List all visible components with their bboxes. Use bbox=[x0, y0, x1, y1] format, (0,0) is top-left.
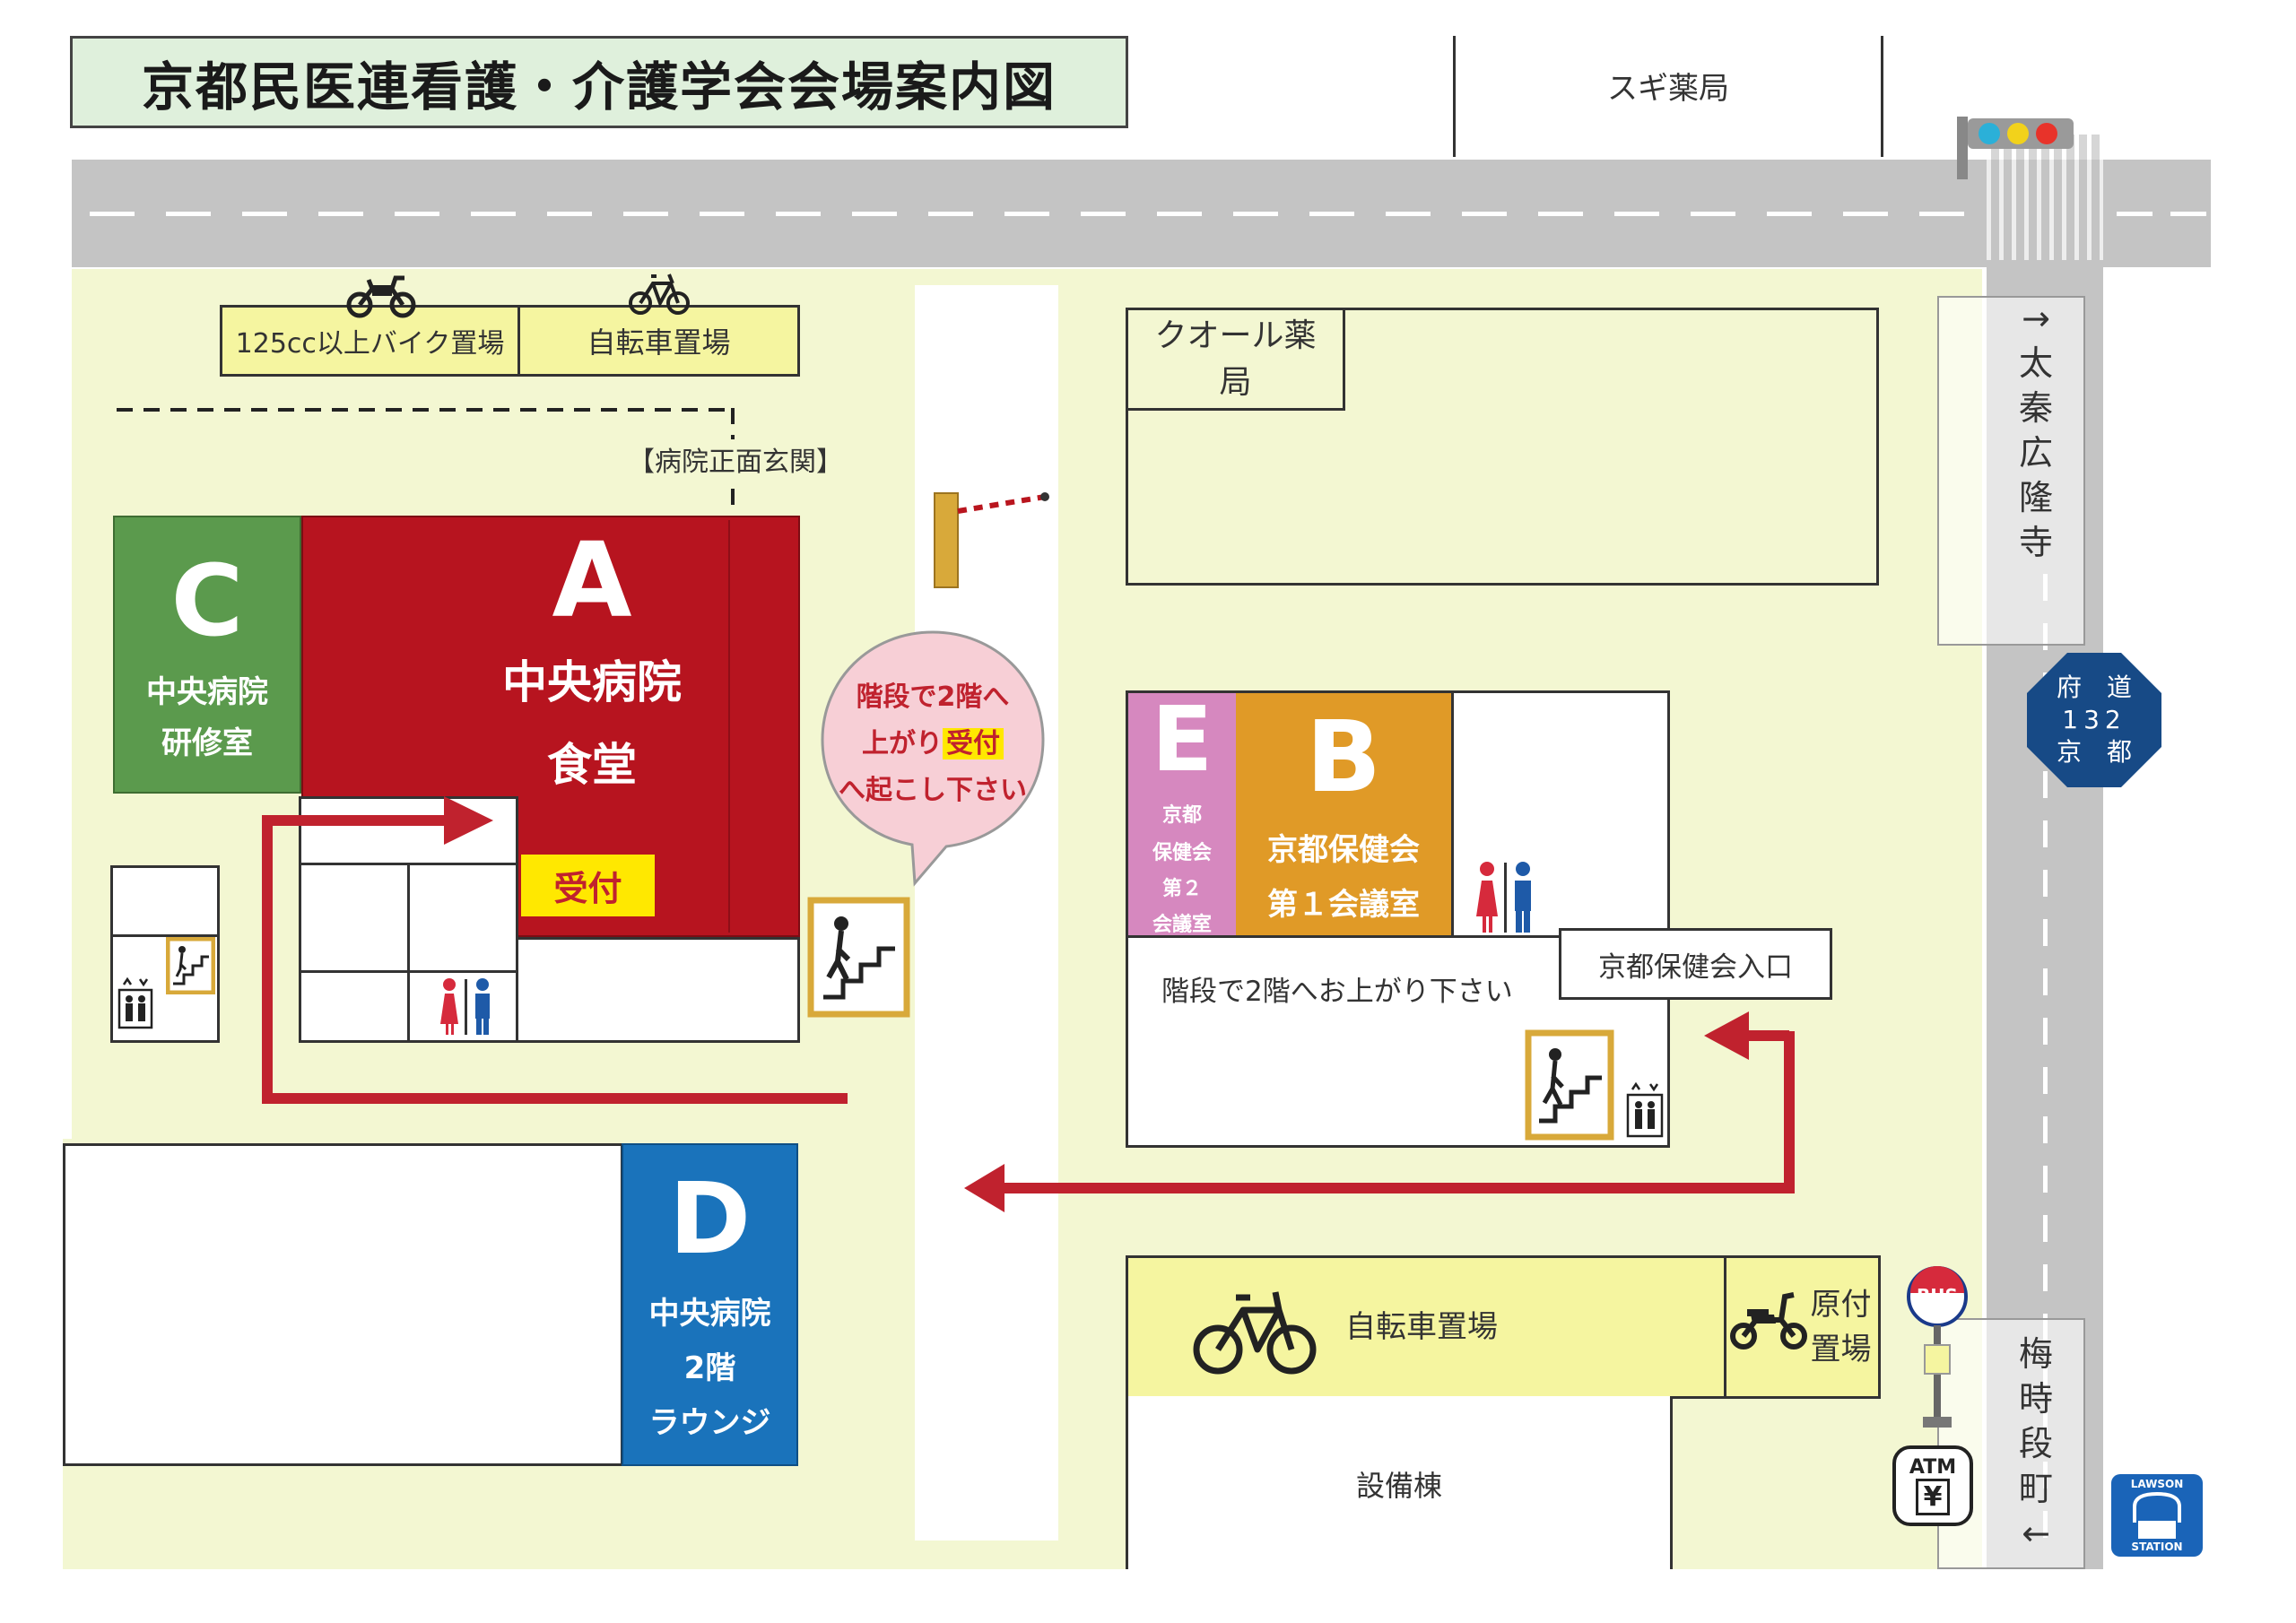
road-right-line bbox=[2117, 212, 2206, 216]
main-entrance-label: 【病院正面玄関】 bbox=[628, 439, 861, 484]
toilet-icon bbox=[440, 978, 490, 1035]
speech-bubble-text: 階段で2階へ 上がり受付 へ起こし下さい bbox=[839, 681, 1027, 806]
hoken-divider-v bbox=[1451, 693, 1454, 937]
traffic-light-icon bbox=[1957, 117, 2074, 179]
south-direction-box bbox=[1937, 1318, 2085, 1569]
qol-pharmacy-label-box: クオール薬局 bbox=[1126, 308, 1345, 411]
building-d-annex bbox=[63, 1143, 623, 1466]
bicycle-parking-bottom-label: 自転車置場 bbox=[1345, 1309, 1498, 1345]
building-e: E 京都 保健会 第２ 会議室 bbox=[1128, 692, 1236, 936]
elevator-icon-small-left bbox=[117, 976, 153, 1029]
building-b: B 京都保健会 第１会議室 bbox=[1236, 693, 1451, 935]
room-top-strip bbox=[299, 863, 518, 865]
hoken-divider bbox=[1128, 935, 1670, 938]
stairs-note: 階段で2階へお上がり下さい bbox=[1161, 976, 1513, 1008]
gate-barrier-icon bbox=[934, 492, 1049, 588]
equipment-building bbox=[1126, 1396, 1673, 1569]
bicycle-icon-small bbox=[629, 273, 690, 315]
atm-icon: ATM ¥ bbox=[1892, 1445, 1973, 1526]
entrance-dash-line-h bbox=[117, 408, 734, 412]
map-title: 京都民医連看護・介護学会会場案内図 bbox=[70, 36, 1128, 128]
bus-stop-label: BUS bbox=[1917, 1285, 1958, 1306]
north-direction: → 太 秦 広 隆 寺 bbox=[2018, 299, 2053, 562]
bicycle-icon bbox=[1193, 1291, 1317, 1375]
route-sign-text: 府 道 132 京 都 bbox=[2056, 673, 2132, 767]
equipment-building-label: 設備棟 bbox=[1355, 1469, 1442, 1503]
stairs-icon-small-left bbox=[166, 937, 215, 994]
moped-icon bbox=[1730, 1292, 1807, 1350]
moped-parking-label: 原付 置場 bbox=[1810, 1287, 1872, 1367]
bus-stop-icon bbox=[1907, 1266, 1968, 1428]
bubble-reception-badge: 受付 bbox=[943, 728, 1004, 759]
route-sign-icon bbox=[2027, 653, 2161, 787]
route-arrow-to-reception-head bbox=[444, 796, 493, 845]
building-d: D 中央病院 2階 ラウンジ bbox=[622, 1143, 798, 1466]
building-c: C 中央病院 研修室 bbox=[113, 516, 301, 794]
toilet-icon-hoken bbox=[1476, 862, 1531, 933]
elevator-icon-hoken bbox=[1626, 1081, 1664, 1138]
lawson-icon bbox=[2111, 1474, 2203, 1557]
room-divider-v bbox=[407, 863, 410, 1042]
reception-sign: 受付 bbox=[518, 852, 657, 919]
building-a-text: A 中央病院 食堂 bbox=[502, 520, 682, 791]
motorcycle-icon bbox=[346, 275, 416, 318]
stairs-icon bbox=[807, 897, 910, 1018]
room-right-white bbox=[516, 937, 800, 1043]
road-center-line bbox=[90, 212, 1973, 216]
north-direction-box bbox=[1937, 296, 2085, 646]
bicycle-parking-top: 自転車置場 bbox=[517, 305, 800, 377]
route-arrow-to-hoken-head bbox=[1704, 1011, 1749, 1060]
sugi-label: スギ薬局 bbox=[1607, 70, 1729, 107]
lawson-label: LAWSON STATION bbox=[2130, 1478, 2184, 1553]
route-arrow-to-reception bbox=[262, 815, 848, 1104]
qol-pharmacy-building bbox=[1126, 308, 1879, 586]
south-direction: 梅 時 段 町 ← bbox=[2018, 1334, 2053, 1553]
room-divider-h bbox=[299, 970, 518, 973]
route-arrow-to-walkway-head bbox=[964, 1164, 1004, 1212]
hoken-entrance-sign: 京都保健会入口 bbox=[1559, 928, 1832, 1000]
sugi-pharmacy: スギ薬局 bbox=[1453, 36, 1883, 157]
route-arrow-to-walkway bbox=[1004, 1031, 1795, 1193]
side-road-center-line bbox=[2043, 574, 2048, 1560]
small-building-divider bbox=[110, 934, 220, 937]
building-a-inner-line bbox=[728, 520, 730, 933]
speech-bubble-shape bbox=[821, 630, 1045, 887]
crosswalk bbox=[1987, 135, 2103, 278]
stairs-icon-hoken bbox=[1525, 1029, 1614, 1141]
